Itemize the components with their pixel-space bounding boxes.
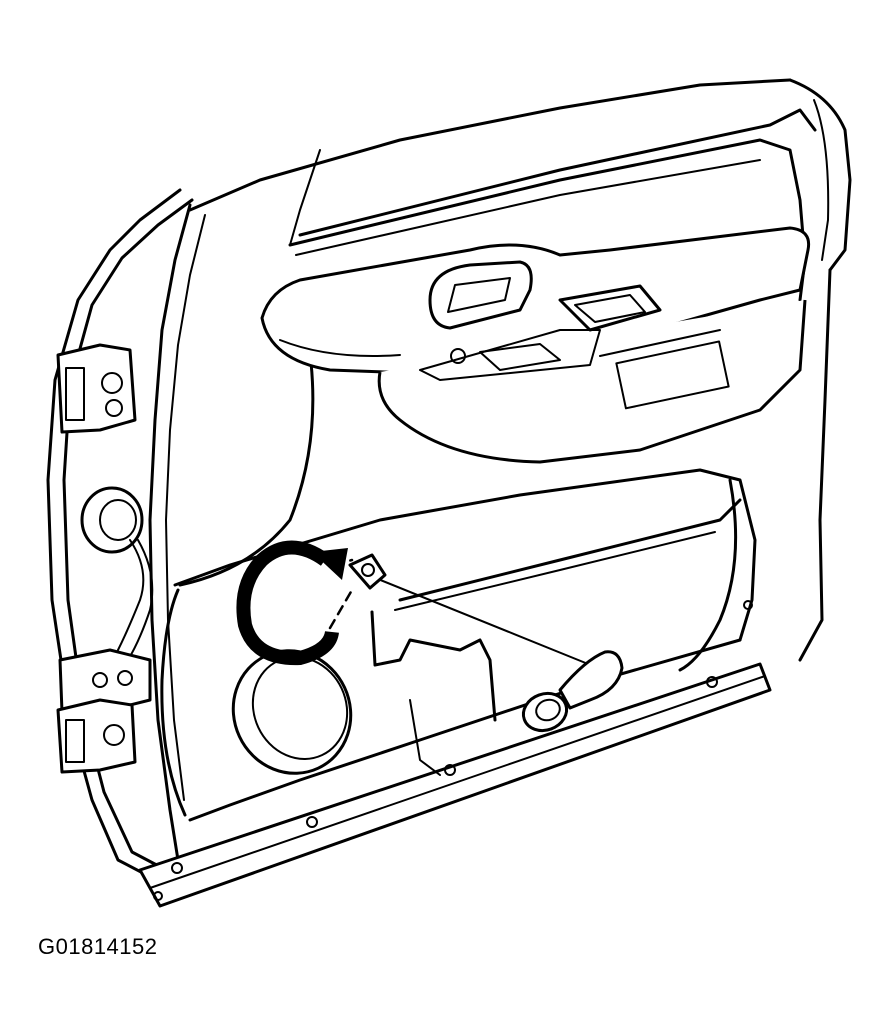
- window-crank-handle: [348, 553, 624, 733]
- door-shell: [46, 78, 852, 908]
- rotation-arrow-icon: [236, 540, 354, 666]
- lower-hinge: [56, 648, 152, 774]
- wiring-grommet: [80, 486, 154, 661]
- figure-code: G01814152: [38, 934, 158, 959]
- upper-hinge: [56, 343, 137, 434]
- armrest-assembly: [260, 226, 811, 464]
